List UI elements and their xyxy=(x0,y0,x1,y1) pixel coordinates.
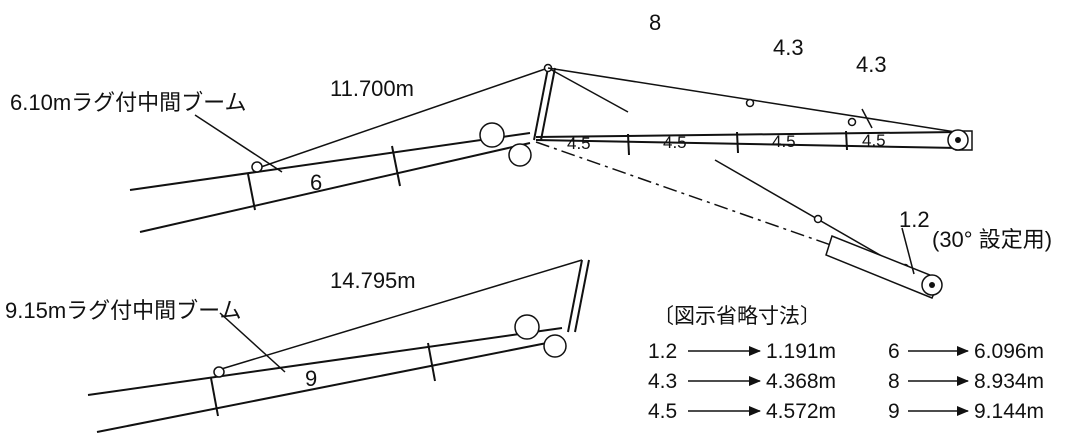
top-boom-strut-length: 11.700m xyxy=(330,76,414,101)
jib-segment-4-3-b: 4.3 xyxy=(856,52,887,77)
top-boom-section-number: 6 xyxy=(310,170,322,195)
legend-to: 1.191m xyxy=(766,340,836,363)
legend-from: 4.5 xyxy=(648,400,677,423)
jib-section-label: 4.5 xyxy=(567,134,591,153)
bottom-boom-title: 9.15mラグ付中間ブーム xyxy=(5,298,242,323)
bottom-boom xyxy=(87,259,590,433)
bottom-boom-section-number: 9 xyxy=(305,366,317,391)
legend-to: 6.096m xyxy=(974,340,1044,363)
jib-section-label: 4.5 xyxy=(663,133,687,152)
dimension-legend: 〔図示省略寸法〕 1.2 1.191m 6 6.096m 4.3 4.368m … xyxy=(648,305,1044,423)
jib xyxy=(535,67,973,299)
legend-from: 6 xyxy=(888,340,900,363)
legend-from: 4.3 xyxy=(648,370,677,393)
legend-title: 〔図示省略寸法〕 xyxy=(653,305,821,328)
legend-to: 9.144m xyxy=(974,400,1044,423)
bottom-boom-strut-length: 14.795m xyxy=(330,268,416,293)
jib-section-label: 4.5 xyxy=(862,131,886,150)
jib-section-label: 4.5 xyxy=(772,132,796,151)
legend-from: 8 xyxy=(888,370,900,393)
legend-from: 9 xyxy=(888,400,900,423)
legend-from: 1.2 xyxy=(648,340,677,363)
legend-to: 8.934m xyxy=(974,370,1044,393)
top-boom xyxy=(129,63,629,233)
top-boom-title: 6.10mラグ付中間ブーム xyxy=(10,90,247,115)
jib-segment-8: 8 xyxy=(649,10,661,35)
jib-angle-note: (30° 設定用) xyxy=(932,227,1052,252)
jib-segment-4-3-a: 4.3 xyxy=(773,35,804,60)
jib-tip-length: 1.2 xyxy=(899,207,930,232)
legend-to: 4.368m xyxy=(766,370,836,393)
legend-to: 4.572m xyxy=(766,400,836,423)
